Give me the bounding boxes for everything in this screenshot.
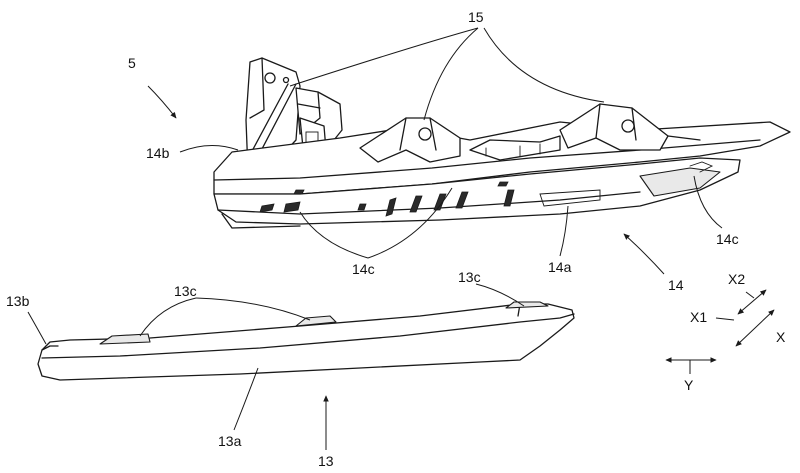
x2-leader bbox=[745, 291, 755, 299]
axis-label-x: X bbox=[776, 329, 786, 345]
middle-bracket-rib bbox=[469, 135, 561, 161]
label-cover-end: 13b bbox=[6, 293, 30, 309]
label-assembly: 5 bbox=[128, 55, 136, 71]
label-cover: 13 bbox=[318, 453, 334, 469]
label-cover-tabs-right: 13c bbox=[458, 269, 481, 285]
x-arrow bbox=[735, 309, 775, 347]
label-slots-left: 14c bbox=[352, 261, 375, 277]
direction-indicator bbox=[665, 289, 775, 374]
cover-part bbox=[37, 301, 575, 381]
rail-base bbox=[213, 157, 741, 225]
rear-bracket-rib bbox=[559, 103, 669, 151]
axis-label-y: Y bbox=[684, 377, 694, 393]
x1-leader bbox=[715, 317, 735, 321]
leader-lines bbox=[27, 27, 723, 450]
label-rail-base: 14a bbox=[548, 259, 572, 275]
label-cover-tabs-left: 13c bbox=[174, 283, 197, 299]
axis-label-x2: X2 bbox=[728, 271, 745, 287]
x1-x2-arrow bbox=[737, 289, 767, 315]
label-slots-right: 14c bbox=[716, 231, 739, 247]
cover-tab-right bbox=[505, 301, 549, 309]
label-cover-body: 13a bbox=[218, 433, 242, 449]
reference-labels: 5 15 14b 14c 14c 14a 14 13b 13c 13c 13a … bbox=[6, 9, 786, 469]
cover-tab-left bbox=[99, 333, 151, 345]
label-bracket-ribs: 15 bbox=[468, 9, 484, 25]
cover-body bbox=[37, 303, 575, 381]
rail-assembly bbox=[213, 57, 791, 229]
label-rail-end: 14b bbox=[146, 145, 170, 161]
rail-slots bbox=[259, 181, 601, 217]
front-bracket-rib bbox=[359, 117, 461, 163]
axis-label-x1: X1 bbox=[690, 309, 707, 325]
label-rail: 14 bbox=[668, 277, 684, 293]
